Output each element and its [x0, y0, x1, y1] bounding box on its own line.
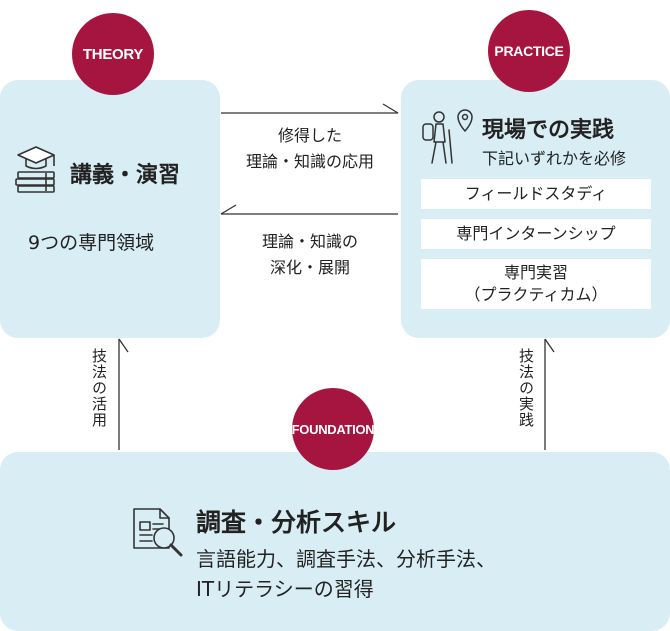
foundation-line2: ITリテラシーの習得 — [196, 577, 374, 601]
practice-subtitle: 下記いずれかを必修 — [482, 149, 627, 168]
theory-badge: THEORY — [72, 13, 154, 95]
arrow-label-to-theory-line2: 深化・展開 — [269, 258, 350, 277]
practice-item-practicum: 専門実習 （プラクティカム） — [421, 259, 651, 309]
arrow-label-to-practice-line2: 理論・知識の応用 — [245, 152, 374, 171]
practice-title: 現場での実践 — [482, 118, 615, 143]
foundation-title: 調査・分析スキル — [196, 508, 397, 537]
foundation-line1: 言語能力、調査手法、分析手法、 — [196, 547, 496, 571]
arrow-label-to-theory: 理論・知識の 深化・展開 — [222, 229, 398, 281]
practice-item-field-study: フィールドスタディ — [421, 179, 651, 209]
arrow-label-foundation-to-practice: 技法の実践 — [517, 348, 535, 428]
theory-subtitle: 9つの専門領域 — [28, 232, 155, 254]
foundation-box — [0, 452, 670, 631]
theory-box — [0, 80, 220, 338]
practice-badge: PRACTICE — [488, 10, 570, 92]
foundation-badge: FOUNDATION — [292, 388, 375, 470]
practice-item-internship: 専門インターンシップ — [421, 219, 651, 249]
practice-item-practicum-line1: 専門実習 — [503, 263, 568, 282]
arrow-label-to-practice-line1: 修得した — [277, 126, 342, 145]
arrow-label-to-theory-line1: 理論・知識の — [261, 232, 358, 251]
arrow-label-to-practice: 修得した 理論・知識の応用 — [222, 123, 398, 175]
arrow-label-foundation-to-theory: 技法の活用 — [90, 348, 108, 428]
practice-item-practicum-line2: （プラクティカム） — [464, 285, 608, 304]
theory-title: 講義・演習 — [70, 163, 181, 188]
